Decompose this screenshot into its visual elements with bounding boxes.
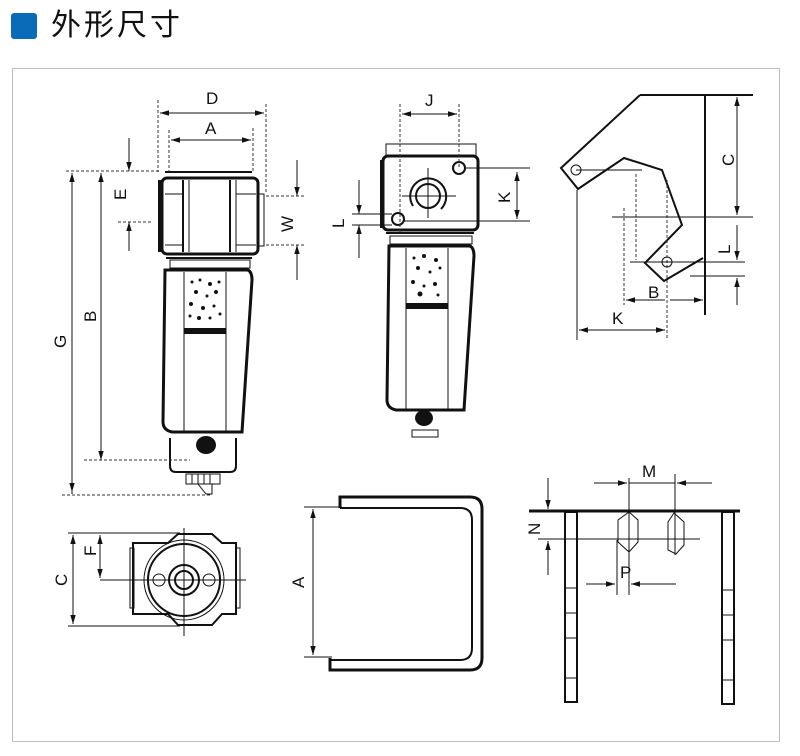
bracket-front-view: M N P xyxy=(525,462,740,705)
dim-label-G: G xyxy=(51,335,70,348)
drawing-frame xyxy=(12,68,780,742)
dim-label-P: P xyxy=(620,563,631,582)
dim-label-L-bracket: L xyxy=(715,245,734,254)
filter-bowl xyxy=(161,268,254,434)
dim-label-A: A xyxy=(205,119,217,138)
dim-label-C-bracket: C xyxy=(719,154,738,166)
dim-label-D: D xyxy=(206,89,218,108)
dim-label-J: J xyxy=(425,91,434,110)
dim-label-E: E xyxy=(111,189,130,200)
side-view: J K L xyxy=(329,91,530,438)
dim-label-K-bracket: K xyxy=(612,309,624,328)
front-view: D A E W B G xyxy=(51,89,305,496)
section-marker-icon xyxy=(11,13,37,39)
dim-label-K: K xyxy=(495,191,514,203)
dim-label-N: N xyxy=(525,523,544,535)
bracket-top-view: A xyxy=(289,495,484,672)
filter-drain xyxy=(169,436,237,495)
dim-label-C-top: C xyxy=(52,574,71,586)
section-title: 外形尺寸 xyxy=(51,8,183,43)
top-view: C F xyxy=(52,528,246,636)
dim-label-B: B xyxy=(81,311,100,322)
dim-label-L-side: L xyxy=(329,219,348,228)
bracket-side-view: C L B K xyxy=(559,94,753,340)
dim-label-B-bracket: B xyxy=(648,283,659,302)
dim-label-A-bracket: A xyxy=(289,576,308,588)
section-header: 外形尺寸 xyxy=(11,8,183,44)
filter-head xyxy=(158,171,265,269)
dim-label-F: F xyxy=(81,546,100,556)
dim-label-M: M xyxy=(642,462,656,481)
dim-label-W: W xyxy=(278,216,297,232)
